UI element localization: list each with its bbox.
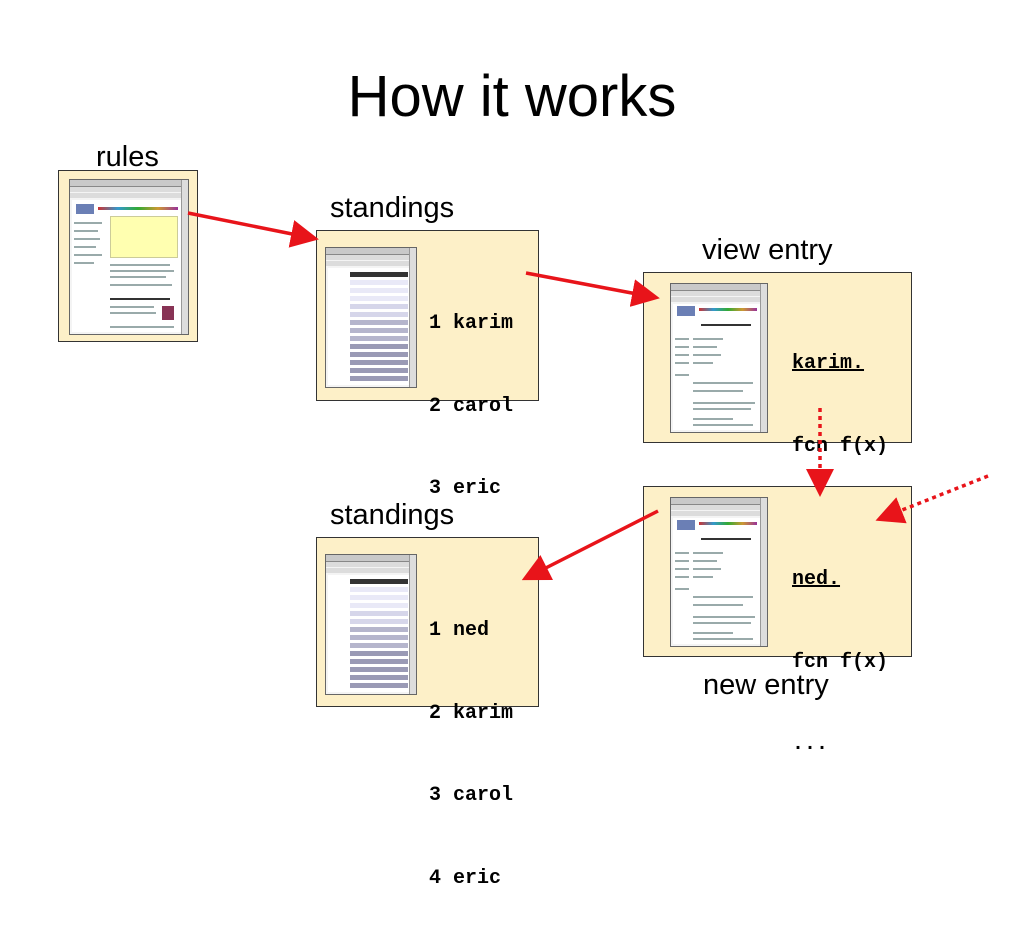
standings-row: 2 karim	[429, 701, 514, 725]
arrow-external-to-new-entry	[875, 474, 989, 524]
standings-top-label: standings	[330, 192, 455, 224]
entry-code-line: ...	[792, 733, 829, 756]
new-entry-screenshot	[670, 497, 768, 647]
standings-row: 3 carol	[429, 784, 514, 807]
arrow-standings-to-view-entry	[525, 271, 660, 307]
standings-top-list: 1 karim 2 carol 3 eric	[429, 255, 513, 558]
entry-code-line: fcn f(x)	[792, 650, 889, 674]
standings-bottom-screenshot	[325, 554, 417, 695]
new-entry-panel: ned. fcn f(x) ...	[643, 486, 912, 756]
view-entry-label: view entry	[702, 234, 833, 266]
standings-top-panel: 1 karim 2 carol 3 eric	[316, 230, 539, 500]
entry-name: karim.	[792, 352, 865, 375]
arrow-new-entry-to-standings	[521, 509, 659, 581]
new-entry-code: ned. fcn f(x) ...	[792, 511, 888, 814]
new-entry-label: new entry	[703, 669, 829, 701]
standings-row: 2 carol	[429, 394, 514, 418]
standings-bottom-label: standings	[330, 499, 455, 531]
view-entry-screenshot	[670, 283, 768, 433]
standings-row: 4 eric	[429, 866, 502, 890]
standings-bottom-panel: 1 ned 2 karim 3 carol 4 eric	[316, 537, 539, 890]
standings-top-screenshot	[325, 247, 417, 388]
entry-name: ned.	[792, 568, 841, 591]
rules-panel	[58, 170, 198, 342]
standings-row: 3 eric	[429, 477, 502, 500]
slide-title: How it works	[347, 64, 677, 129]
standings-row: 1 ned	[429, 619, 490, 642]
rules-page-screenshot	[69, 179, 189, 335]
rules-label: rules	[96, 141, 159, 173]
arrow-rules-to-standings	[187, 211, 319, 248]
standings-row: 1 karim	[429, 312, 514, 335]
view-entry-panel: karim. fcn f(x) ...	[643, 272, 912, 540]
flow-arrows	[187, 211, 989, 581]
